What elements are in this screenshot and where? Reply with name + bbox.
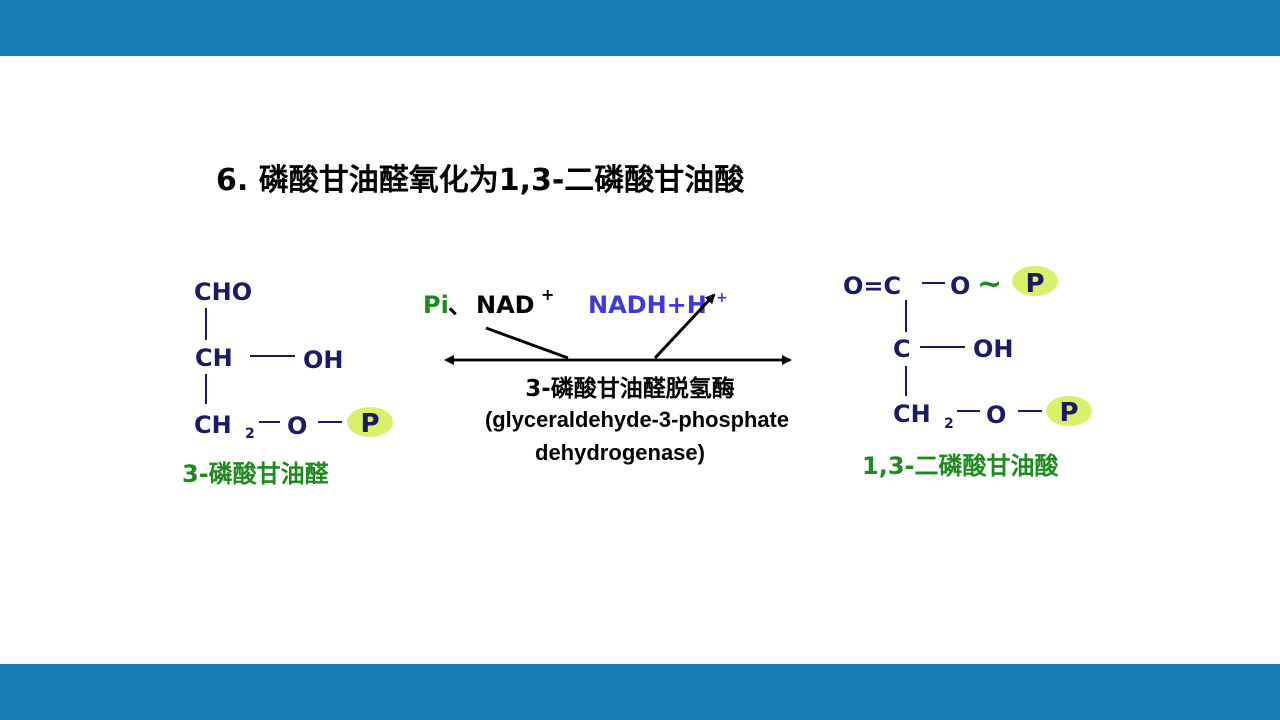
cofactor-in-line xyxy=(485,326,569,360)
product-phosphate-badge-1 xyxy=(1012,266,1058,296)
product-phosphate-label-1: P xyxy=(1025,269,1044,299)
product-ch2-subscript: 2 xyxy=(944,416,954,432)
slide-title: 6. 磷酸甘油醛氧化为1,3-二磷酸甘油酸 xyxy=(216,163,745,198)
top-band xyxy=(0,0,1280,56)
cofactor-nad-superscript: + xyxy=(541,285,554,304)
cofactor-nadh-label: NADH+H xyxy=(588,291,707,319)
product-ch2-label: CH xyxy=(893,400,931,428)
substrate-ch-label: CH xyxy=(195,344,233,372)
product-c-label: C xyxy=(893,335,911,363)
cofactor-out-arrow xyxy=(653,293,716,360)
substrate-cho-label: CHO xyxy=(194,278,252,306)
substrate-structure: CHO CH OH CH 2 O P 3-磷酸甘油醛 xyxy=(182,278,393,488)
substrate-name: 3-磷酸甘油醛 xyxy=(182,460,330,488)
enzyme-english-line-1: (glyceraldehyde-3-phosphate xyxy=(485,407,789,432)
product-structure: O=C O ~ P C OH CH 2 O P 1,3-二磷酸甘油酸 xyxy=(843,266,1092,480)
product-o2-label: O xyxy=(986,401,1006,429)
cofactor-separator: 、 xyxy=(448,291,472,319)
product-o1-label: O xyxy=(950,272,970,300)
substrate-ch2-label: CH xyxy=(194,411,232,439)
enzyme-english-line-2: dehydrogenase) xyxy=(535,440,705,465)
substrate-phosphate-badge xyxy=(347,407,393,437)
substrate-phosphate-label: P xyxy=(360,409,379,439)
substrate-oh-label: OH xyxy=(303,346,344,374)
bottom-band xyxy=(0,664,1280,720)
product-high-energy-bond: ~ xyxy=(977,267,1002,302)
cofactor-nad-label: NAD xyxy=(476,291,535,319)
enzyme-chinese-name: 3-磷酸甘油醛脱氢酶 xyxy=(525,375,735,402)
substrate-o-label: O xyxy=(287,412,307,440)
product-oh-label: OH xyxy=(973,335,1014,363)
substrate-ch2-subscript: 2 xyxy=(245,426,255,442)
cofactor-pi-label: Pi xyxy=(423,291,449,319)
product-oc-label: O=C xyxy=(843,272,901,300)
reaction-arrow-group: Pi 、 NAD + NADH+H + 3-磷酸甘油醛脱氢酶 (glyceral… xyxy=(423,285,792,465)
product-name: 1,3-二磷酸甘油酸 xyxy=(862,452,1059,480)
product-phosphate-badge-2 xyxy=(1046,396,1092,426)
product-phosphate-label-2: P xyxy=(1059,398,1078,428)
cofactor-nadh-superscript: + xyxy=(716,290,728,306)
